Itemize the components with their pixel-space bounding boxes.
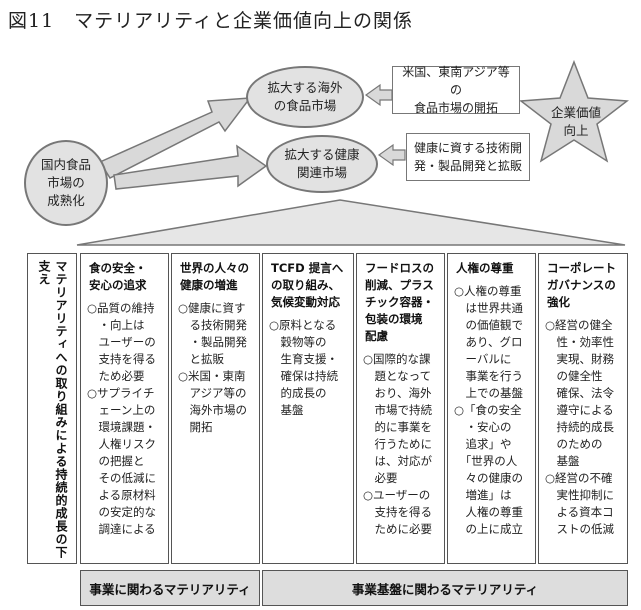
roof-triangle (76, 199, 626, 246)
column-title: フードロスの 削減、プラス チック容器・ 包装の環境 配慮 (365, 261, 434, 343)
domestic-market-oval: 国内食品 市場の 成熟化 (24, 140, 108, 226)
column-body: ○原料となる 穀物等の 生育支援・ 確保は持続 的成長の 基盤 (269, 318, 338, 417)
column-human-rights: 人権の尊重 ○人権の尊重 は世界共通 の価値観で あり、グロ ーバルに 事業を行… (447, 253, 536, 564)
column-title: 世界の人々の 健康の増進 (180, 261, 249, 292)
column-title: 食の安全・ 安心の追求 (89, 261, 147, 292)
star-shape (518, 59, 630, 163)
column-governance: コーポレート ガバナンスの 強化 ○経営の健全 性・効率性 実現、財務 の健全性… (538, 253, 628, 564)
overseas-note-box: 米国、東南アジア等の 食品市場の開拓 (392, 65, 520, 115)
column-title: TCFD 提言へ の取り組み、 気候変動対応 (271, 261, 344, 309)
arrow-right (113, 144, 268, 190)
health-note-box: 健康に資する技術開 発・製品開発と拡販 (406, 133, 530, 181)
business-materiality-bar: 事業に関わるマテリアリティ (80, 570, 260, 606)
overseas-market-oval: 拡大する海外 の食品市場 (246, 66, 364, 128)
health-market-oval: 拡大する健康 関連市場 (266, 135, 378, 193)
column-body: ○国際的な課 題となって おり、海外 市場で持続 的に事業を 行うために は、対… (363, 352, 432, 536)
small-arrow-health (377, 143, 406, 167)
column-climate: TCFD 提言へ の取り組み、 気候変動対応 ○原料となる 穀物等の 生育支援・… (262, 253, 354, 564)
column-title: 人権の尊重 (456, 261, 514, 275)
value-label: 企業価値 向上 (550, 105, 601, 138)
figure-title: 図11 マテリアリティと企業価値向上の関係 (8, 10, 414, 32)
column-body: ○健康に資す る技術開発 ・製品開発 と拡販 ○米国・東南 アジア等の 海外市場… (178, 301, 247, 434)
column-health: 世界の人々の 健康の増進 ○健康に資す る技術開発 ・製品開発 と拡販 ○米国・… (171, 253, 260, 564)
arrow-up-right (98, 97, 252, 179)
column-foodloss: フードロスの 削減、プラス チック容器・ 包装の環境 配慮 ○国際的な課 題とな… (356, 253, 445, 564)
foundation-materiality-bar: 事業基盤に関わるマテリアリティ (262, 570, 628, 606)
column-body: ○経営の健全 性・効率性 実現、財務 の健全性 確保、法令 遵守による 持続的成… (545, 318, 614, 536)
small-arrow-overseas (364, 83, 393, 107)
foundation-label: マテリアリティへの取り組みによる持続的成長の下支え (37, 260, 68, 559)
column-food-safety: 食の安全・ 安心の追求 ○品質の維持 ・向上は ユーザーの 支持を得る ため必要… (80, 253, 169, 564)
foundation-label-box: マテリアリティへの取り組みによる持続的成長の下支え (27, 253, 77, 564)
column-title: コーポレート ガバナンスの 強化 (547, 261, 616, 309)
column-body: ○人権の尊重 は世界共通 の価値観で あり、グロ ーバルに 事業を行う 上での基… (454, 284, 523, 536)
column-body: ○品質の維持 ・向上は ユーザーの 支持を得る ため必要 ○サプライチ ェーン上… (87, 301, 156, 536)
